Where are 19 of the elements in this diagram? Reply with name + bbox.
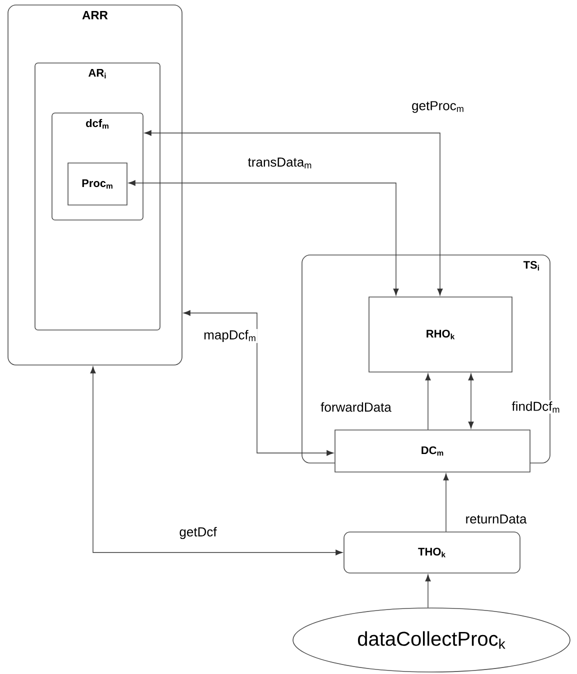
edge-label: findDcf$_{m}$ — [510, 400, 562, 414]
arrow — [443, 474, 449, 532]
process-box: DC$_{m}$ — [334, 430, 530, 472]
arrow — [425, 374, 431, 430]
process-box: Proc$_{m}$ — [68, 162, 128, 206]
edge-label: returnData — [464, 513, 528, 525]
edge-label: forwardData — [320, 401, 392, 413]
edge-label: getDcf — [178, 526, 218, 540]
edge-label: transData$_{m}$ — [246, 156, 314, 170]
edge-label: mapDcf$_{m}$ — [202, 328, 258, 344]
process-box: RHO$_{k}$ — [368, 296, 512, 372]
arrow — [128, 180, 399, 296]
arrow — [90, 366, 342, 556]
arrow — [144, 130, 443, 296]
arrow — [425, 574, 431, 608]
process-box: THO$_{k}$ — [344, 532, 520, 574]
arrow — [184, 310, 334, 456]
edge-label: getProc$_{m}$ — [410, 100, 466, 114]
arrow — [468, 374, 474, 429]
